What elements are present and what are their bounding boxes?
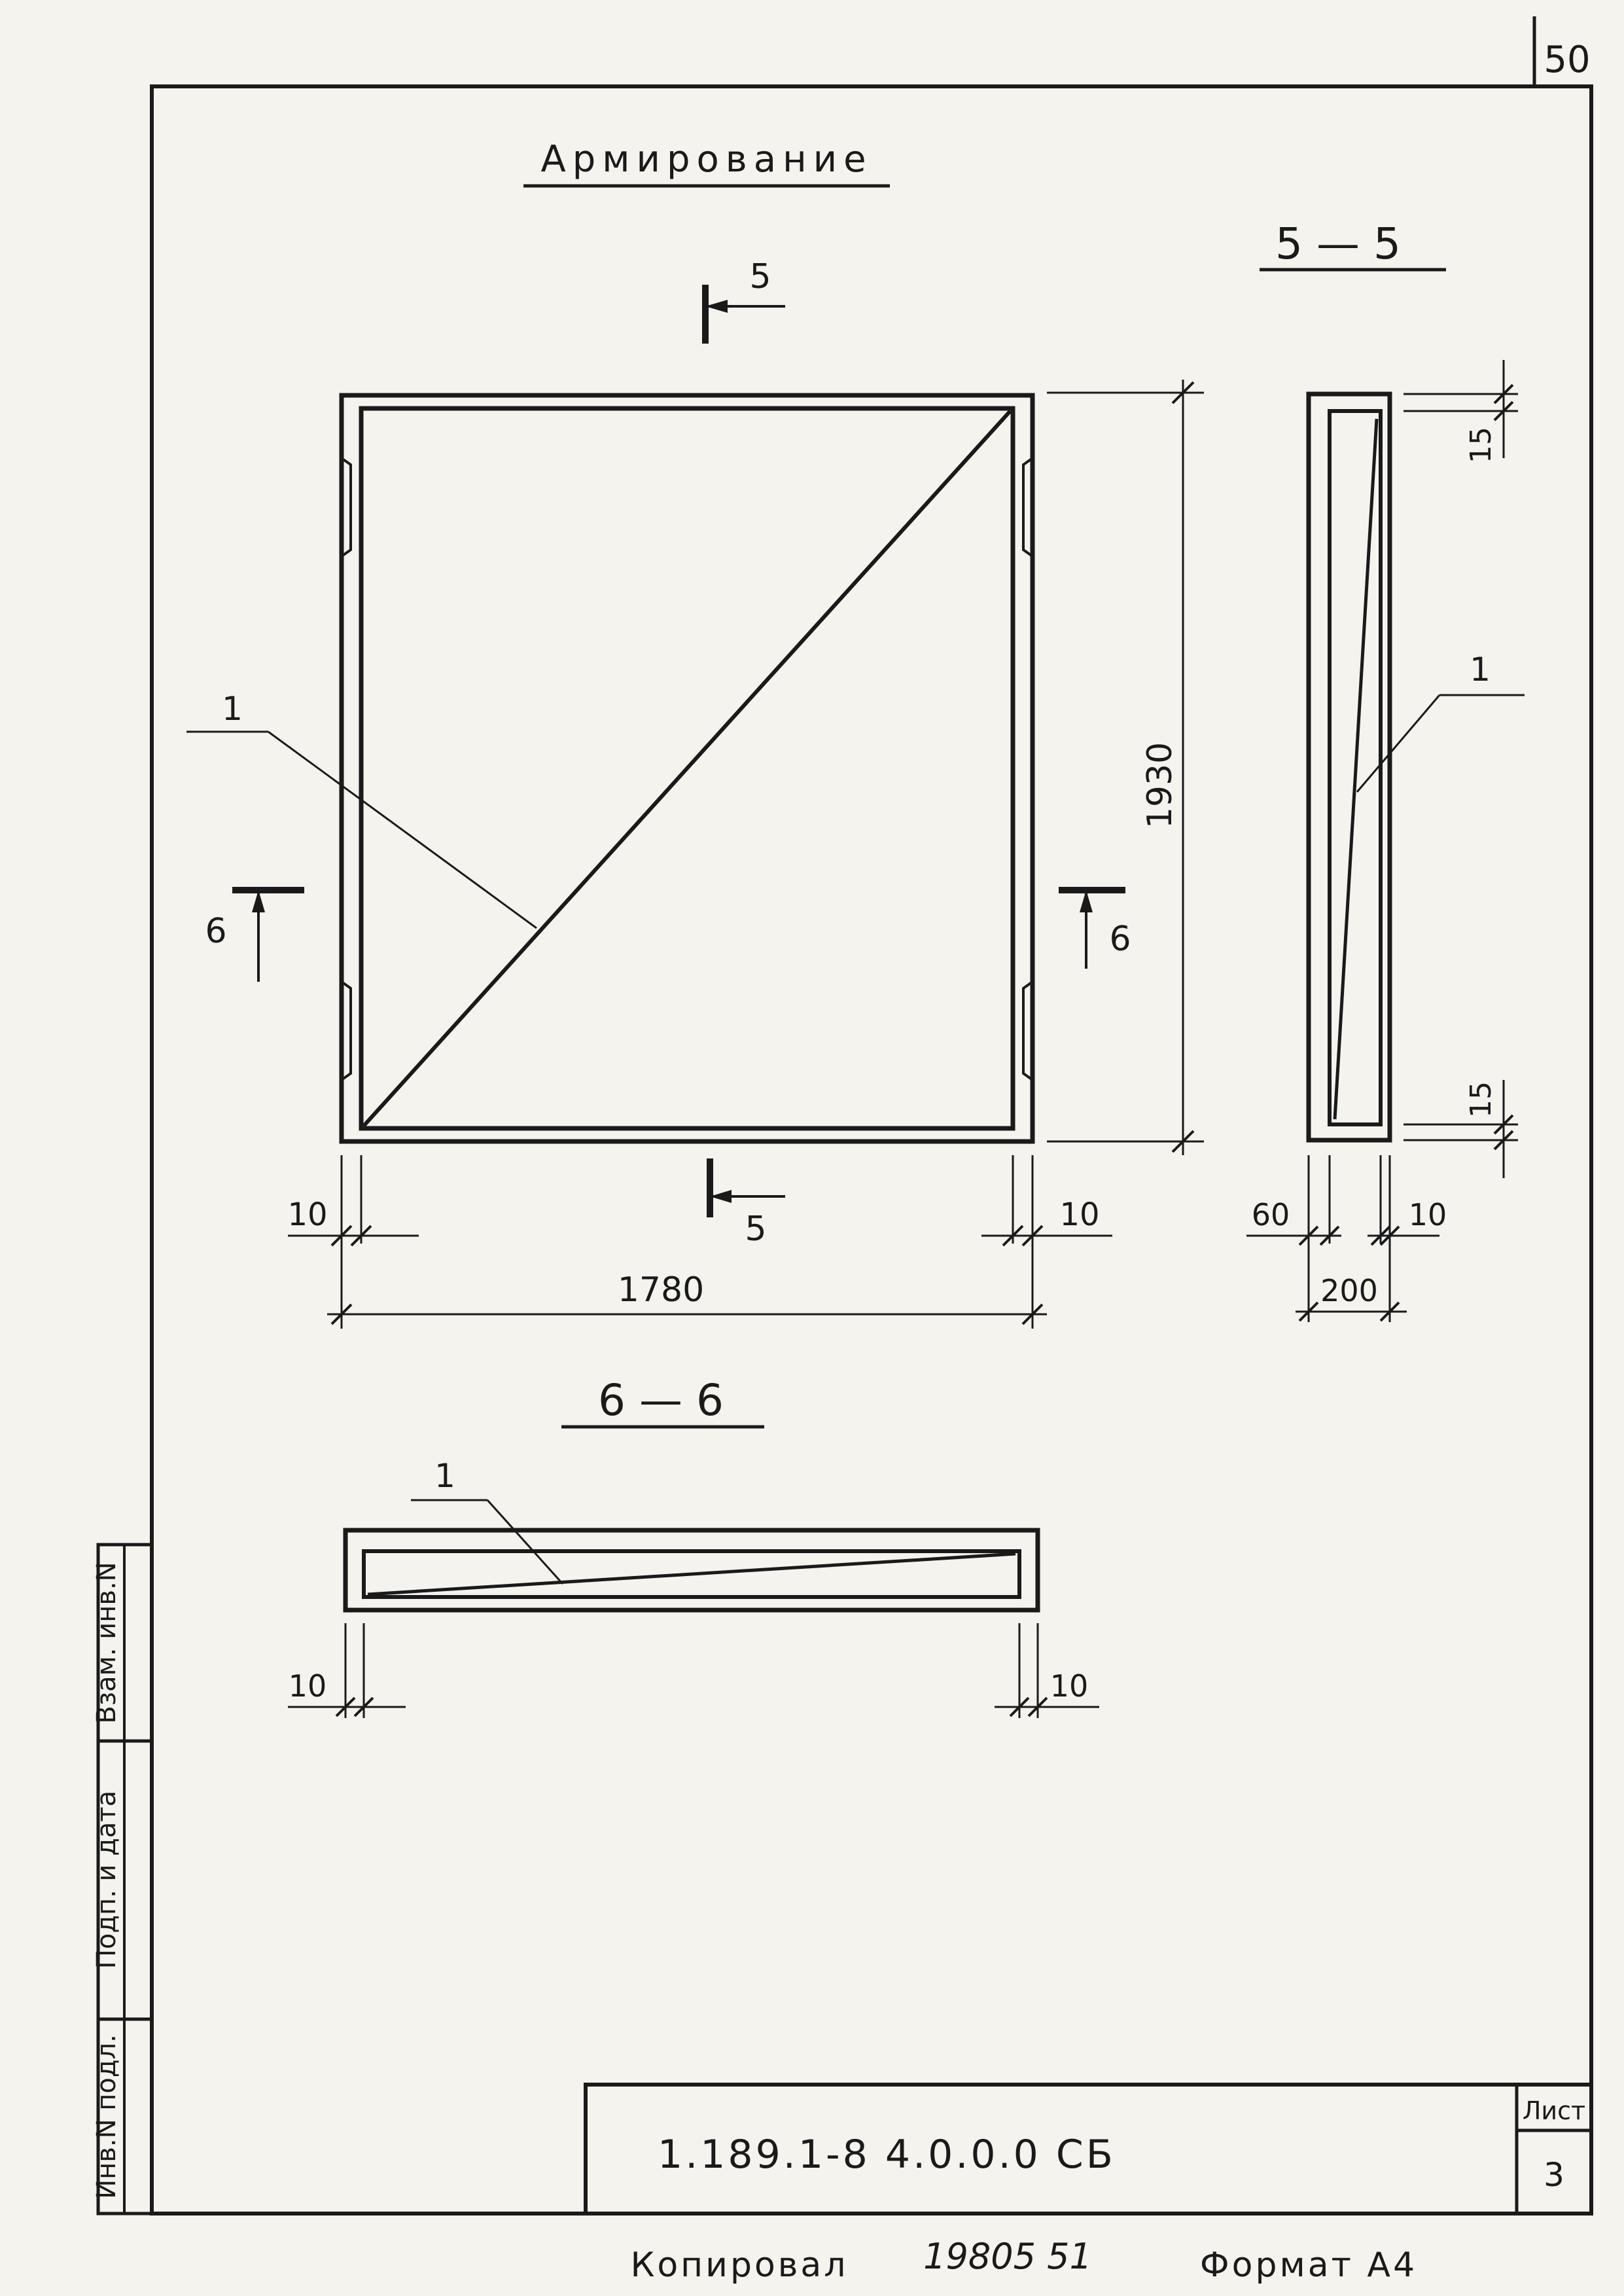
- dim-sec66-left-label: 10: [289, 1668, 327, 1704]
- section-6-6-title: 6 — 6: [598, 1375, 724, 1426]
- notch-left-bottom: [340, 980, 352, 1081]
- section-5-5-title: 5 — 5: [1275, 219, 1401, 269]
- section-6-6-view: [343, 1528, 1040, 1613]
- cut-mark-6-right: 6: [1059, 887, 1131, 969]
- footer-copied-number: 19805 51: [923, 2236, 1092, 2277]
- sheet-label: Лист: [1523, 2096, 1585, 2125]
- side-stamp-signature-date: Подп. и дата: [92, 1791, 122, 1969]
- dim-main-width: 1780 10 10: [287, 1155, 1112, 1329]
- section-5-5-view: [1306, 391, 1392, 1143]
- page-number: 50: [1544, 39, 1590, 81]
- footer-format-label: Формат А4: [1200, 2246, 1417, 2285]
- dim-sec66: 10 10: [288, 1623, 1099, 1718]
- cut-5-top-label: 5: [749, 257, 771, 296]
- main-view: [339, 393, 1035, 1144]
- cut-mark-5-top: 5: [702, 257, 785, 344]
- dim-sec66-right-label: 10: [1050, 1668, 1089, 1704]
- dim-sec55-vertical: 15 15: [1403, 360, 1518, 1178]
- dim-sec55-bottom-label: 15: [1464, 1081, 1498, 1118]
- side-stamp-replacement-inv: Взам. инв.N: [92, 1562, 122, 1723]
- section-5-5-bar: [1333, 418, 1379, 1120]
- drawing-designation: 1.189.1-8 4.0.0.0 СБ: [658, 2132, 1116, 2178]
- sheet-number: 3: [1544, 2156, 1564, 2194]
- dim-main-height-label: 1930: [1140, 742, 1180, 829]
- cut-6-right-label: 6: [1109, 920, 1131, 959]
- sec66-callout-label: 1: [434, 1457, 455, 1495]
- footer-copied-label: Копировал: [630, 2246, 848, 2285]
- sec66-callout-leader: [486, 1499, 564, 1585]
- side-stamp-inv-number: Инв.N подл.: [92, 2034, 122, 2199]
- notch-left-top: [340, 457, 352, 558]
- dim-main-left-offset: 10: [287, 1196, 327, 1233]
- dim-sec55-horizontal: 60 10 200: [1246, 1155, 1447, 1322]
- dim-sec55-width-label: 200: [1320, 1273, 1378, 1308]
- main-diagonal-bar: [362, 409, 1012, 1128]
- dim-main-height: 1930: [1047, 380, 1204, 1155]
- cut-5-bottom-label: 5: [745, 1210, 766, 1249]
- section-6-6-bar: [367, 1552, 1016, 1596]
- main-inner-outline: [359, 406, 1015, 1131]
- sec55-callout-label: 1: [1470, 651, 1491, 689]
- dim-main-right-offset: 10: [1059, 1196, 1099, 1233]
- cut-mark-6-left: 6: [205, 887, 304, 982]
- section-5-5-inner: [1328, 409, 1383, 1126]
- section-5-5-outer: [1306, 391, 1392, 1143]
- drawing-title: Армирование: [540, 138, 872, 181]
- dim-main-width-label: 1780: [618, 1270, 704, 1310]
- title-block: 1.189.1-8 4.0.0.0 СБ Лист 3: [584, 2083, 1593, 2215]
- main-callout-leader: [268, 730, 537, 929]
- side-stamp: Инв.N подл. Подп. и дата Взам. инв.N: [92, 1543, 154, 2215]
- notch-right-bottom: [1022, 980, 1034, 1081]
- section-6-6-inner: [362, 1549, 1021, 1599]
- cut-6-left-label: 6: [205, 912, 226, 951]
- cut-mark-5-bottom: 5: [707, 1158, 785, 1249]
- dim-sec55-right-label: 10: [1409, 1197, 1447, 1232]
- sec55-callout-leader: [1356, 694, 1441, 793]
- main-outer-outline: [339, 393, 1035, 1144]
- dim-sec55-top-label: 15: [1464, 427, 1498, 463]
- main-callout-label: 1: [222, 690, 243, 728]
- dim-sec55-left-label: 60: [1252, 1197, 1290, 1232]
- section-6-6-outer: [343, 1528, 1040, 1613]
- notch-right-top: [1022, 457, 1034, 558]
